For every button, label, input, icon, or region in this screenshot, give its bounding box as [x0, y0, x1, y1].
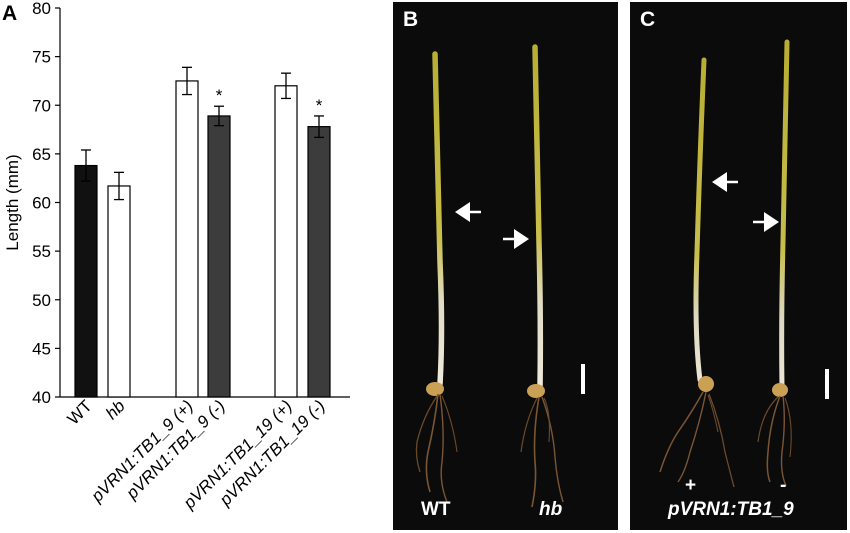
seed [426, 382, 444, 396]
label-wt: WT [421, 499, 451, 520]
seed [772, 383, 788, 397]
bar [74, 164, 98, 398]
seedling-minus [757, 39, 792, 487]
scale-bar [825, 369, 829, 399]
bar [207, 115, 231, 398]
y-tick-label: 40 [32, 388, 51, 407]
seedling-photo-b [415, 44, 585, 508]
seedling-plus [659, 57, 735, 488]
significance-mark: * [316, 96, 323, 115]
y-axis-label: Length (mm) [3, 154, 22, 250]
arrow-hb [503, 229, 529, 249]
bar [175, 80, 199, 398]
seed [698, 376, 714, 392]
seedling-photo-c [659, 39, 829, 488]
seed [527, 384, 545, 398]
panel-a-label: A [2, 2, 17, 25]
bar [107, 185, 131, 398]
seedling-wt [415, 51, 458, 503]
significance-mark: * [216, 86, 223, 105]
bar [307, 126, 331, 398]
y-tick-label: 70 [32, 96, 51, 115]
y-tick-label: 50 [32, 291, 51, 310]
y-tick-label: 55 [32, 242, 51, 261]
y-tick-label: 60 [32, 194, 51, 213]
arrow-plus [712, 172, 738, 192]
arrow-wt [455, 202, 481, 222]
arrow-minus [753, 212, 779, 232]
photo-panel-c: C + - pVRN1:TB1_9 [630, 2, 847, 530]
x-tick-label: hb [102, 396, 129, 423]
label-minus: - [780, 475, 787, 496]
y-tick-label: 80 [32, 0, 51, 18]
scale-bar [581, 364, 585, 394]
panel-b-label: B [403, 8, 419, 31]
label-hb: hb [539, 499, 563, 520]
label-plus: + [685, 475, 697, 496]
photo-panel-b: B WT hb [393, 2, 618, 530]
bar [274, 85, 298, 398]
x-tick-label: WT [64, 396, 96, 428]
label-line: pVRN1:TB1_9 [668, 499, 794, 520]
y-tick-label: 65 [32, 145, 51, 164]
y-tick-label: 45 [32, 339, 51, 358]
panel-c-label: C [640, 8, 656, 31]
y-tick-label: 75 [32, 48, 51, 67]
seedling-hb [520, 44, 564, 508]
